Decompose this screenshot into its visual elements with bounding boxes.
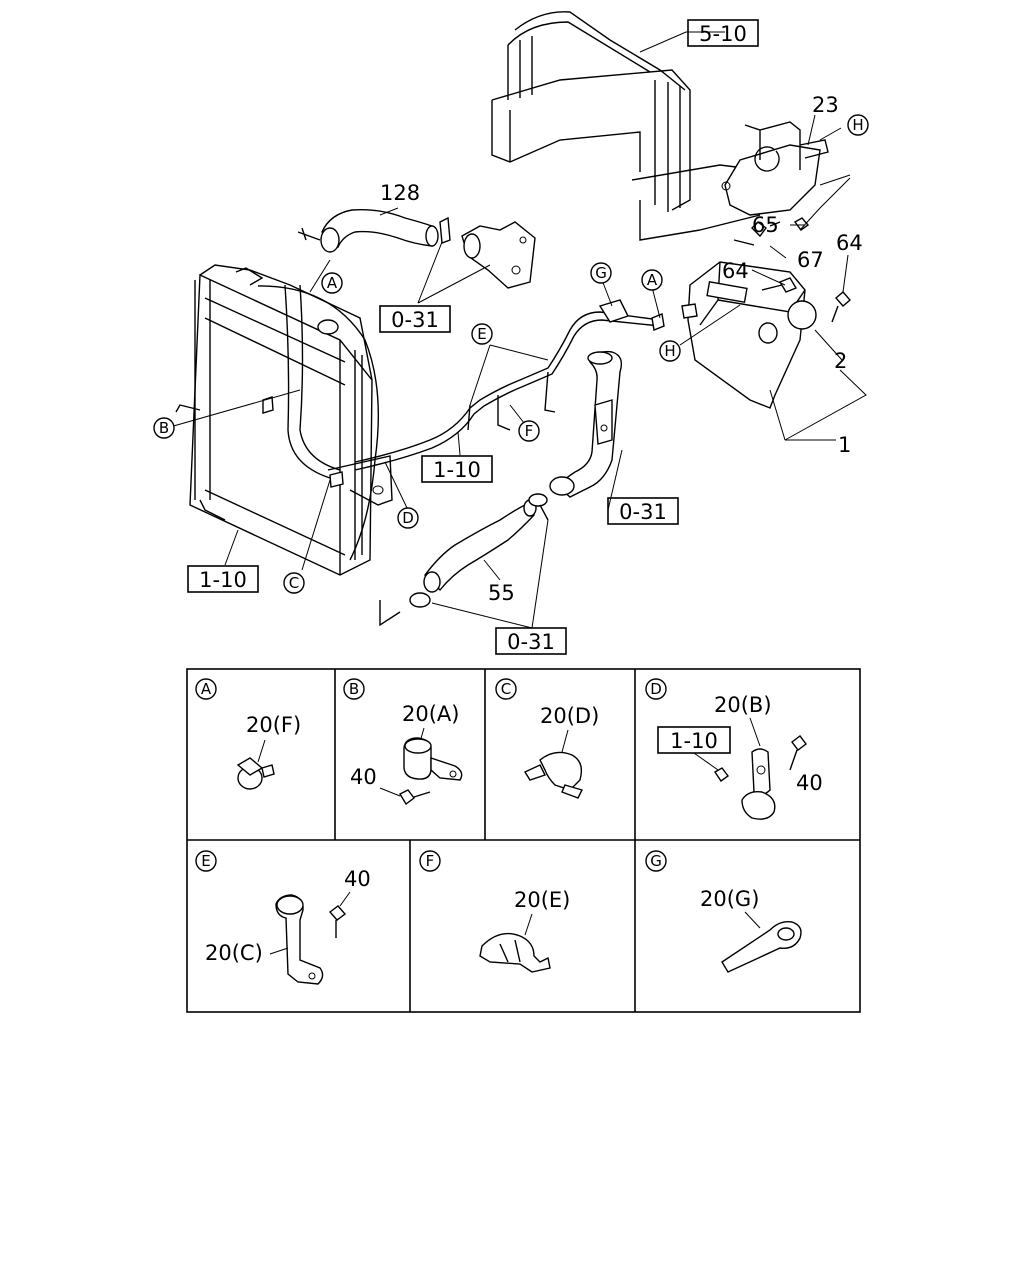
svg-text:H: H — [852, 116, 863, 134]
callout-a-pipe: A — [641, 269, 663, 291]
svg-text:E: E — [201, 852, 210, 870]
callout-c: C — [283, 572, 305, 594]
callout-g: G — [590, 262, 612, 284]
bypass-pipe-drawing — [354, 299, 665, 471]
svg-text:20(G): 20(G) — [700, 887, 759, 911]
svg-text:B: B — [349, 680, 359, 698]
upper-hose-128-drawing — [297, 208, 451, 253]
part-number-67: 67 — [797, 248, 824, 272]
reservoir-tank-drawing — [681, 261, 817, 409]
part-number-128: 128 — [380, 181, 420, 205]
part-number-1: 1 — [838, 433, 851, 457]
svg-text:A: A — [201, 680, 212, 698]
callout-f: F — [518, 420, 540, 442]
svg-text:1-10: 1-10 — [670, 729, 718, 753]
svg-text:5-10: 5-10 — [699, 22, 747, 46]
callout-h-tank: H — [659, 340, 681, 362]
svg-text:40: 40 — [796, 771, 823, 795]
svg-text:E: E — [477, 325, 486, 343]
callout-h-top: H — [847, 114, 869, 136]
svg-text:20(E): 20(E) — [514, 888, 570, 912]
detail-c: C 20(D) — [495, 678, 599, 799]
detail-a: A 20(F) — [195, 678, 301, 790]
part-number-2: 2 — [834, 349, 847, 373]
svg-text:40: 40 — [350, 765, 377, 789]
svg-text:B: B — [159, 419, 169, 437]
ref-box-0-31-lower: 0-31 — [495, 627, 567, 655]
detail-e: E 40 20(C) — [195, 850, 371, 985]
svg-text:20(A): 20(A) — [402, 702, 459, 726]
detail-b: B 20(A) 40 — [343, 678, 463, 806]
part-number-55: 55 — [488, 581, 515, 605]
part-number-65: 65 — [752, 213, 779, 237]
svg-text:20(D): 20(D) — [540, 704, 599, 728]
ref-box-1-10-left: 1-10 — [187, 565, 259, 593]
ref-box-0-31-right: 0-31 — [607, 497, 679, 525]
svg-text:A: A — [647, 271, 658, 289]
part-number-23: 23 — [812, 93, 839, 117]
svg-text:G: G — [595, 264, 607, 282]
svg-text:D: D — [650, 680, 662, 698]
svg-text:1-10: 1-10 — [199, 568, 247, 592]
svg-text:F: F — [426, 852, 435, 870]
part-number-64-top: 64 — [836, 231, 863, 255]
svg-text:G: G — [650, 852, 662, 870]
ref-box-5-10: 5-10 — [687, 19, 759, 47]
svg-text:A: A — [327, 274, 338, 292]
callout-b: B — [153, 417, 175, 439]
callout-d: D — [397, 507, 419, 529]
svg-text:20(F): 20(F) — [246, 713, 301, 737]
thermostat-housing-drawing — [461, 221, 536, 289]
svg-text:40: 40 — [344, 867, 371, 891]
callout-a-radiator: A — [321, 272, 343, 294]
detail-g: G 20(G) — [645, 850, 802, 973]
detail-d: D 20(B) 1-10 40 — [645, 678, 823, 820]
svg-text:0-31: 0-31 — [507, 630, 555, 654]
part-number-64: 64 — [722, 259, 749, 283]
svg-text:D: D — [402, 509, 414, 527]
svg-text:C: C — [289, 574, 299, 592]
svg-text:0-31: 0-31 — [619, 500, 667, 524]
callout-e: E — [471, 323, 493, 345]
svg-text:20(B): 20(B) — [714, 693, 772, 717]
frame-rail-drawing — [491, 11, 761, 241]
svg-text:H: H — [664, 342, 675, 360]
detail-grid — [186, 668, 861, 1013]
ref-box-0-31-upper: 0-31 — [379, 305, 451, 333]
bolts-drawing — [733, 217, 851, 323]
lower-hose-55-drawing — [379, 493, 549, 627]
detail-f: F 20(E) — [419, 850, 570, 973]
svg-text:F: F — [525, 422, 534, 440]
svg-text:20(C): 20(C) — [205, 941, 263, 965]
svg-text:0-31: 0-31 — [391, 308, 439, 332]
ref-box-1-10-center: 1-10 — [421, 455, 493, 483]
svg-text:1-10: 1-10 — [433, 458, 481, 482]
bracket-23-drawing — [721, 121, 829, 216]
svg-text:C: C — [501, 680, 511, 698]
lower-pipe-drawing — [549, 350, 623, 498]
radiator-drawing — [175, 264, 393, 576]
leader-lines — [169, 31, 867, 629]
